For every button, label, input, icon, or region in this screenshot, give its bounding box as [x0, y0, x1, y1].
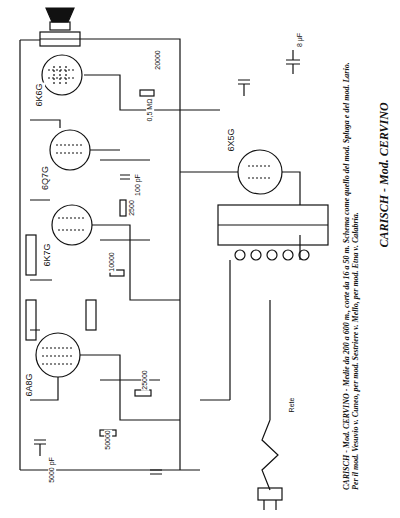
- component-value: 8 μF: [296, 32, 304, 48]
- tube-symbol: [50, 130, 90, 170]
- output-transformer: [40, 32, 80, 46]
- speaker-symbol: [50, 22, 70, 30]
- capacitor-symbol: [120, 175, 130, 179]
- mains-plug: [258, 488, 282, 500]
- output-transformer: [40, 32, 80, 46]
- component-value: 20000: [154, 49, 162, 70]
- component-value: 50000: [104, 429, 112, 450]
- capacitor-symbol: [150, 470, 162, 474]
- resistor-symbol: [140, 90, 154, 96]
- wiring: [200, 260, 230, 400]
- coil-symbol: [26, 235, 36, 275]
- tube-symbol: [238, 150, 282, 194]
- tube-label: 6Q7G: [41, 165, 51, 191]
- resistor-symbol: [120, 200, 126, 216]
- speaker-symbol: [46, 8, 74, 30]
- speaker-symbol: [46, 8, 74, 22]
- power-transformer: [218, 224, 328, 225]
- tube-symbol: [42, 55, 82, 95]
- power-transformer: [235, 250, 245, 260]
- wiring: [30, 120, 60, 400]
- capacitor-symbol: [34, 50, 300, 474]
- title-text: CARISCH - Mod. CERVINO: [378, 101, 391, 248]
- coil-symbol: [26, 300, 36, 340]
- coil-symbol: [86, 300, 96, 330]
- mains-plug: [258, 488, 282, 510]
- wiring: [282, 172, 300, 260]
- power-transformer: [218, 205, 328, 245]
- component-value: 25000: [141, 369, 149, 390]
- component-value: 100 pF: [134, 173, 142, 197]
- component-value: 5000 pF: [48, 456, 56, 484]
- wiring: [20, 39, 238, 470]
- tube-symbol: [42, 66, 272, 364]
- wiring: [20, 39, 300, 490]
- tube-symbol: [36, 55, 282, 377]
- resistor-symbol: [135, 390, 151, 396]
- tube-label: 6A8G: [25, 372, 35, 397]
- output-transformer: [40, 38, 80, 39]
- capacitor-symbol: [238, 80, 250, 96]
- coil-symbol: [26, 235, 96, 340]
- tube-symbol: [52, 205, 92, 245]
- resistor-symbol: [100, 90, 154, 436]
- capacitor-symbol: [286, 50, 300, 74]
- tube-label: 6X5G: [227, 127, 237, 152]
- tube-label: 6K7G: [43, 242, 53, 267]
- wiring: [80, 75, 180, 420]
- power-transformer: [218, 205, 328, 260]
- power-transformer: [299, 250, 309, 260]
- power-transformer: [283, 250, 293, 260]
- capacitor-symbol: [34, 440, 46, 456]
- component-value: Rete: [288, 397, 296, 414]
- tube-label: 6K6G: [35, 82, 45, 107]
- component-value: 2500: [128, 199, 136, 217]
- power-transformer: [267, 250, 277, 260]
- component-value: 0,5 MΩ: [146, 98, 154, 123]
- mains-plug: [264, 500, 276, 510]
- caption-text: CARISCH - Mod. CERVINO - Medie da 200 a …: [343, 49, 361, 491]
- component-value: 10000: [108, 251, 116, 272]
- power-transformer: [251, 250, 261, 260]
- wiring: [100, 160, 160, 380]
- wiring: [262, 300, 278, 490]
- tube-symbol: [36, 333, 80, 377]
